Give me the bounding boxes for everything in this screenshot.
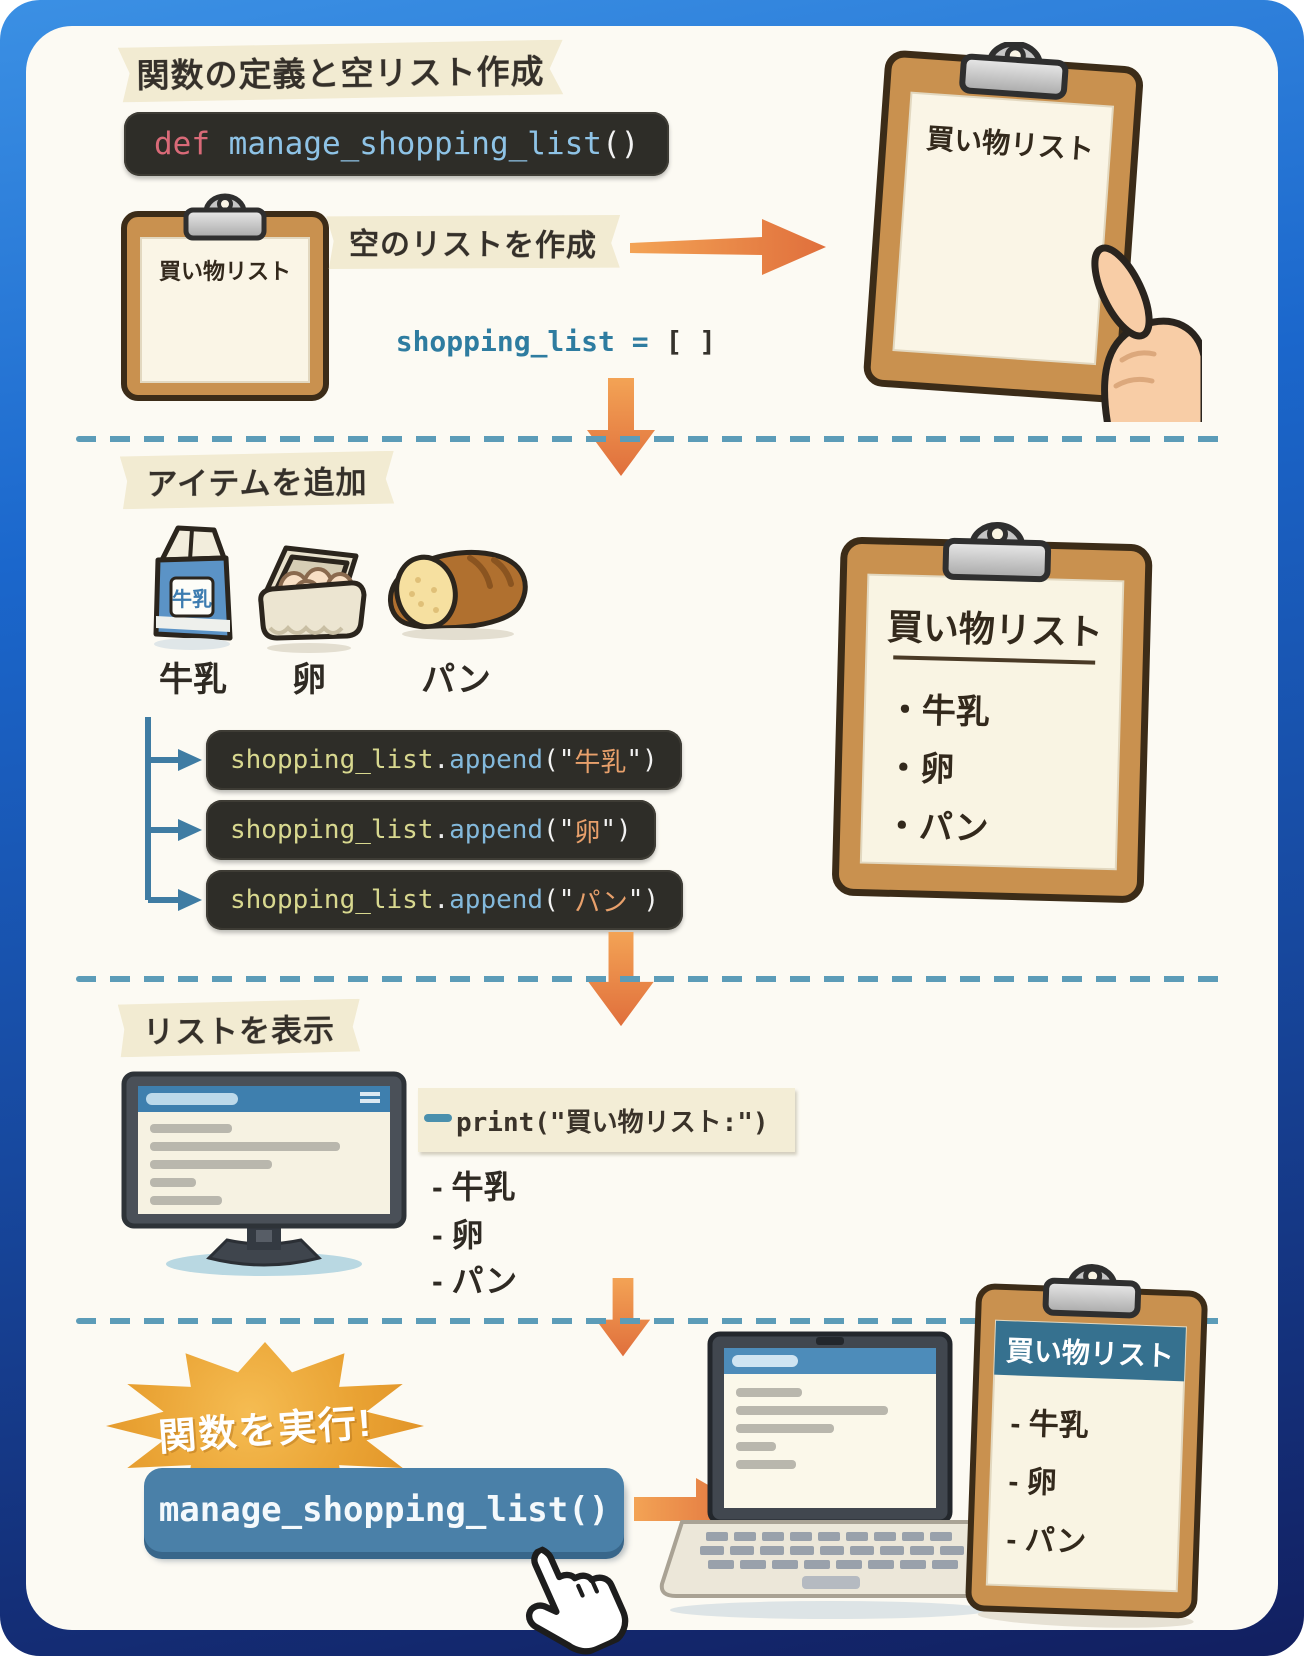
egg-carton-icon bbox=[258, 545, 367, 653]
section-divider bbox=[76, 976, 1226, 982]
run-function-button[interactable]: manage_shopping_list() bbox=[144, 1468, 624, 1552]
arrow-down-icon bbox=[595, 1278, 651, 1357]
section2-title-banner: アイテムを追加 bbox=[120, 451, 394, 509]
code-brackets: [ ] bbox=[665, 325, 717, 358]
bread-item-label: パン bbox=[421, 661, 491, 699]
def-code-block: def manage_shopping_list() bbox=[124, 112, 670, 176]
result-item: - 牛乳 bbox=[1010, 1407, 1089, 1443]
arrow-right-icon bbox=[630, 219, 826, 275]
empty-list-code: shopping_list = [ ] bbox=[395, 325, 717, 358]
branch-connector-icon bbox=[145, 717, 202, 911]
monitor-icon bbox=[121, 1071, 407, 1276]
empty-clipboard-icon: 買い物リスト bbox=[121, 193, 329, 401]
result-clipboard-title: 買い物リスト bbox=[1005, 1335, 1174, 1372]
code-keyword-def: def bbox=[154, 126, 210, 162]
clipboard-item: ・パン bbox=[884, 807, 989, 848]
filled-clipboard-title: 買い物リスト bbox=[886, 606, 1103, 653]
clipboard-item: ・牛乳 bbox=[887, 691, 990, 732]
arrow-down-icon bbox=[587, 378, 655, 476]
print-code: print("買い物リスト:") bbox=[456, 1107, 769, 1138]
laptop-icon bbox=[659, 1331, 1001, 1619]
section1-title: 関数の定義と空リスト作成 bbox=[136, 52, 545, 95]
bread-icon bbox=[388, 550, 528, 640]
output-line: - パン bbox=[432, 1263, 518, 1299]
clipboard-item: ・卵 bbox=[886, 749, 955, 789]
empty-clipboard-title: 買い物リスト bbox=[159, 259, 291, 284]
egg-item-label: 卵 bbox=[292, 661, 326, 699]
filled-clipboard-icon: 買い物リスト ・牛乳 ・卵 ・パン bbox=[832, 522, 1153, 903]
code-variable: shopping_list bbox=[395, 325, 615, 358]
cursor-hand-icon bbox=[525, 1546, 629, 1655]
print-code-box: print("買い物リスト:") bbox=[418, 1088, 795, 1152]
append-code-milk: shopping_list.append("牛乳") bbox=[206, 730, 682, 790]
append-code-egg: shopping_list.append("卵") bbox=[206, 800, 656, 860]
output-line: - 卵 bbox=[432, 1217, 484, 1253]
milk-carton-icon: 牛乳 bbox=[153, 525, 233, 650]
code-function-name: manage_shopping_list bbox=[210, 126, 602, 162]
section3-title: リストを表示 bbox=[142, 1012, 336, 1050]
milk-item-label: 牛乳 bbox=[159, 661, 227, 699]
milk-label-text: 牛乳 bbox=[172, 587, 212, 611]
empty-list-banner: 空のリストを作成 bbox=[326, 213, 620, 271]
code-parens: () bbox=[601, 126, 640, 162]
empty-list-label: 空のリストを作成 bbox=[348, 228, 598, 263]
section2-title: アイテムを追加 bbox=[146, 464, 368, 502]
connector-dash-icon bbox=[424, 1114, 452, 1122]
execute-label: 関数を実行! bbox=[156, 1402, 374, 1459]
section-divider bbox=[76, 1318, 1226, 1324]
section3-title-banner: リストを表示 bbox=[118, 999, 361, 1058]
append-code-bread: shopping_list.append("パン") bbox=[206, 870, 684, 930]
result-item: - パン bbox=[1006, 1523, 1087, 1559]
result-item: - 卵 bbox=[1008, 1465, 1057, 1500]
section-divider bbox=[76, 436, 1226, 442]
hand-holding-clipboard-icon: 買い物リスト bbox=[863, 42, 1202, 422]
output-line: - 牛乳 bbox=[432, 1169, 516, 1205]
result-clipboard-icon: 買い物リスト - 牛乳 - 卵 - パン bbox=[965, 1264, 1208, 1628]
section1-title-banner: 関数の定義と空リスト作成 bbox=[118, 40, 564, 103]
